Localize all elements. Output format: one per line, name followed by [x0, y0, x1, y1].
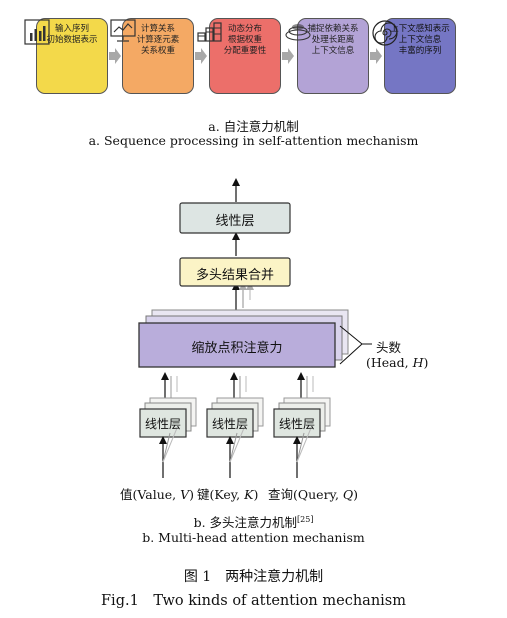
input-key: 键(Key, K)	[197, 484, 258, 503]
input-query-suffix: )	[353, 487, 359, 502]
input-value: 值(Value, V)	[120, 484, 194, 503]
stage-dependency: 捕捉依赖关系 处理长距离 上下文信息	[285, 18, 369, 94]
stage-input: 输入序列 初始数据表示	[24, 18, 108, 94]
heads-en-suffix: )	[423, 355, 429, 370]
stage-relation: 计算关系 计算逐元素 关系权重	[110, 18, 194, 94]
monitor-chart-icon	[110, 19, 136, 42]
stage-label: 计算关系 计算逐元素 关系权重	[136, 24, 180, 56]
stage-label: 捕捉依赖关系 处理长距离 上下文信息	[307, 24, 359, 56]
input-key-var: K	[244, 487, 254, 502]
heads-label-en: (Head, H)	[366, 355, 428, 370]
input-query-var: Q	[342, 487, 354, 502]
concat-box: 多头结果合并	[195, 268, 274, 283]
input-value-suffix: )	[189, 487, 195, 502]
linear-layer-v: 线性层	[144, 417, 181, 431]
heads-label-cn: 头数	[376, 340, 402, 355]
caption-b-ref: [25]	[297, 514, 314, 524]
heads-en-var: H	[412, 355, 424, 370]
linear-to-attention-arrows	[161, 372, 314, 404]
caption-b-cn: b. 多头注意力机制[25]	[0, 512, 507, 531]
figure-caption-cn: 图 1 两种注意力机制	[183, 569, 324, 585]
stage-distribution: 动态分布 根据权重 分配重要性	[197, 18, 281, 94]
scaled-dot-product-attention: 缩放点积注意力	[191, 341, 283, 356]
stage-label: 输入序列 初始数据表示	[46, 24, 98, 45]
stage-label: 上下文感知表示 上下文信息 丰富的序列	[390, 24, 450, 56]
heads-en-prefix: (Head,	[366, 355, 413, 370]
input-key-suffix: )	[253, 487, 259, 502]
input-key-prefix: 键(Key,	[197, 487, 245, 502]
spiral-icon	[372, 20, 398, 46]
stage-label: 动态分布 根据权重 分配重要性	[223, 24, 267, 56]
input-query: 查询(Query, Q)	[268, 484, 358, 503]
caption-a-en: a. Sequence processing in self-attention…	[88, 133, 419, 148]
linear-layer-top: 线性层	[215, 214, 255, 229]
caption-a-cn: a. 自注意力机制	[208, 119, 299, 134]
linear-layer-k: 线性层	[211, 417, 248, 431]
input-arrows	[159, 427, 312, 478]
stage-context: 上下文感知表示 上下文信息 丰富的序列	[372, 18, 456, 94]
input-value-prefix: 值(Value,	[120, 487, 181, 502]
layers-icon	[285, 24, 311, 41]
cubes-icon	[197, 22, 222, 42]
figure-caption-en: Fig.1 Two kinds of attention mechanism	[101, 593, 406, 609]
input-value-var: V	[180, 487, 190, 502]
caption-b-en: b. Multi-head attention mechanism	[142, 530, 365, 545]
input-query-prefix: 查询(Query,	[268, 487, 343, 502]
linear-layer-q: 线性层	[278, 417, 315, 431]
bar-chart-icon	[24, 19, 50, 45]
caption-b-cn-text: b. 多头注意力机制	[193, 515, 298, 530]
